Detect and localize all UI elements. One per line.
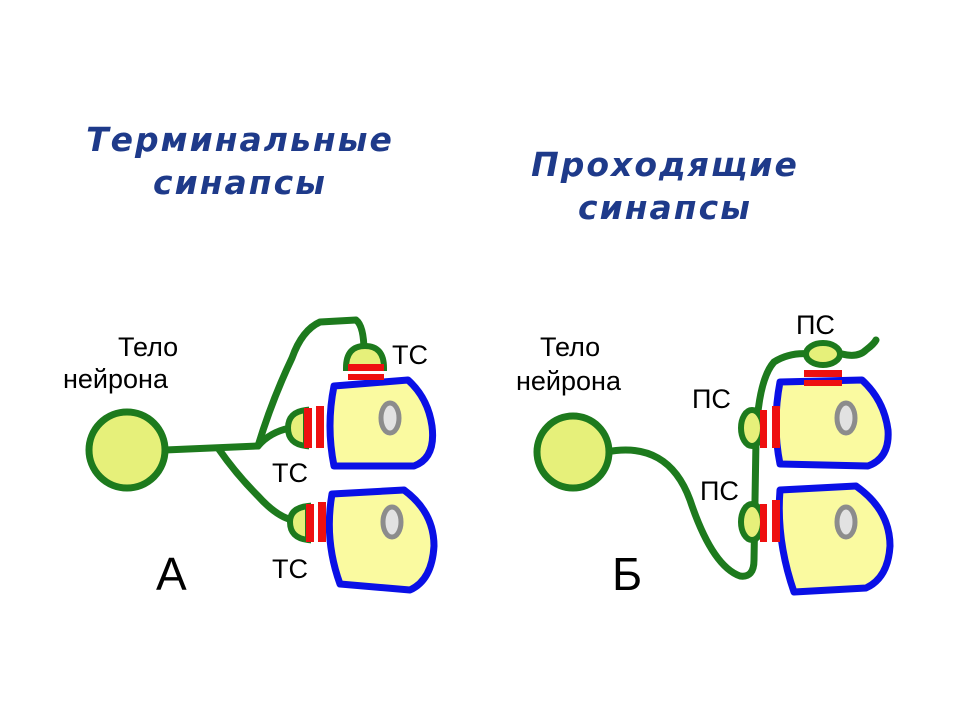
terminal-bouton-bottom-a [286,502,311,544]
neuron-label-b-line2: нейрона [516,366,622,396]
neuron-label-a-line2: нейрона [63,364,169,394]
target-cell-top-b [772,376,892,470]
nucleus-top-b [834,400,858,436]
neuron-body-b [533,412,613,492]
heading-passing-synapses: Проходящие синапсы [500,143,830,229]
synaptic-contact-top-b-2 [804,380,842,386]
synaptic-contact-middle-b-2 [772,406,780,448]
terminal-bouton-middle-a [284,406,309,450]
heading-b-line2: синапсы [578,188,752,227]
axon-main-a [161,442,262,454]
synaptic-contact-bottom-a-2 [318,502,326,542]
synapse-label-bottom-b: ПС [700,476,739,506]
synaptic-contact-top-a-2 [348,374,384,380]
synaptic-contact-bottom-b [760,504,767,542]
synaptic-contact-middle-a [304,408,312,448]
target-cell-bottom-a [325,486,438,594]
synaptic-contact-middle-a-2 [316,406,324,448]
heading-a-line2: синапсы [153,163,327,202]
nucleus-top-a [378,400,402,436]
panel-letter-b: Б [612,548,642,600]
passing-bouton-bottom-b [738,501,766,543]
panel-letter-a: А [156,548,187,600]
synaptic-contact-top-b [804,370,842,377]
synapse-label-middle-a: ТС [272,458,308,488]
axon-branch-bottom-a [214,444,296,524]
nucleus-bottom-a [380,504,404,540]
target-cell-bottom-b [775,482,894,596]
neuron-label-a-line1: Тело [118,332,178,362]
synaptic-contact-bottom-a [306,504,314,542]
panel-b: Тело нейрона ПС ПС ПС Б [516,310,894,600]
terminal-bouton-top-a [342,342,388,371]
passing-bouton-top-b [803,340,843,368]
synaptic-contact-top-a [348,364,384,371]
heading-b-line1: Проходящие [531,145,799,184]
axon-branch-top-a [254,316,368,450]
synapse-label-top-b: ПС [796,310,835,340]
passing-bouton-middle-b [738,407,766,449]
heading-a-line1: Терминальные [86,120,394,159]
neuron-label-b-line1: Тело [540,332,600,362]
panel-a: Тело нейрона ТС ТС ТС А [63,316,438,600]
heading-terminal-synapses: Терминальные синапсы [70,118,410,204]
synapse-label-middle-b: ПС [692,384,731,414]
synaptic-contact-bottom-b-2 [772,500,780,542]
synaptic-contact-middle-b [760,410,767,448]
nucleus-bottom-b [834,504,858,540]
synapse-label-bottom-a: ТС [272,554,308,584]
synapse-label-top-a: ТС [392,340,428,370]
neuron-body-a [85,408,169,492]
